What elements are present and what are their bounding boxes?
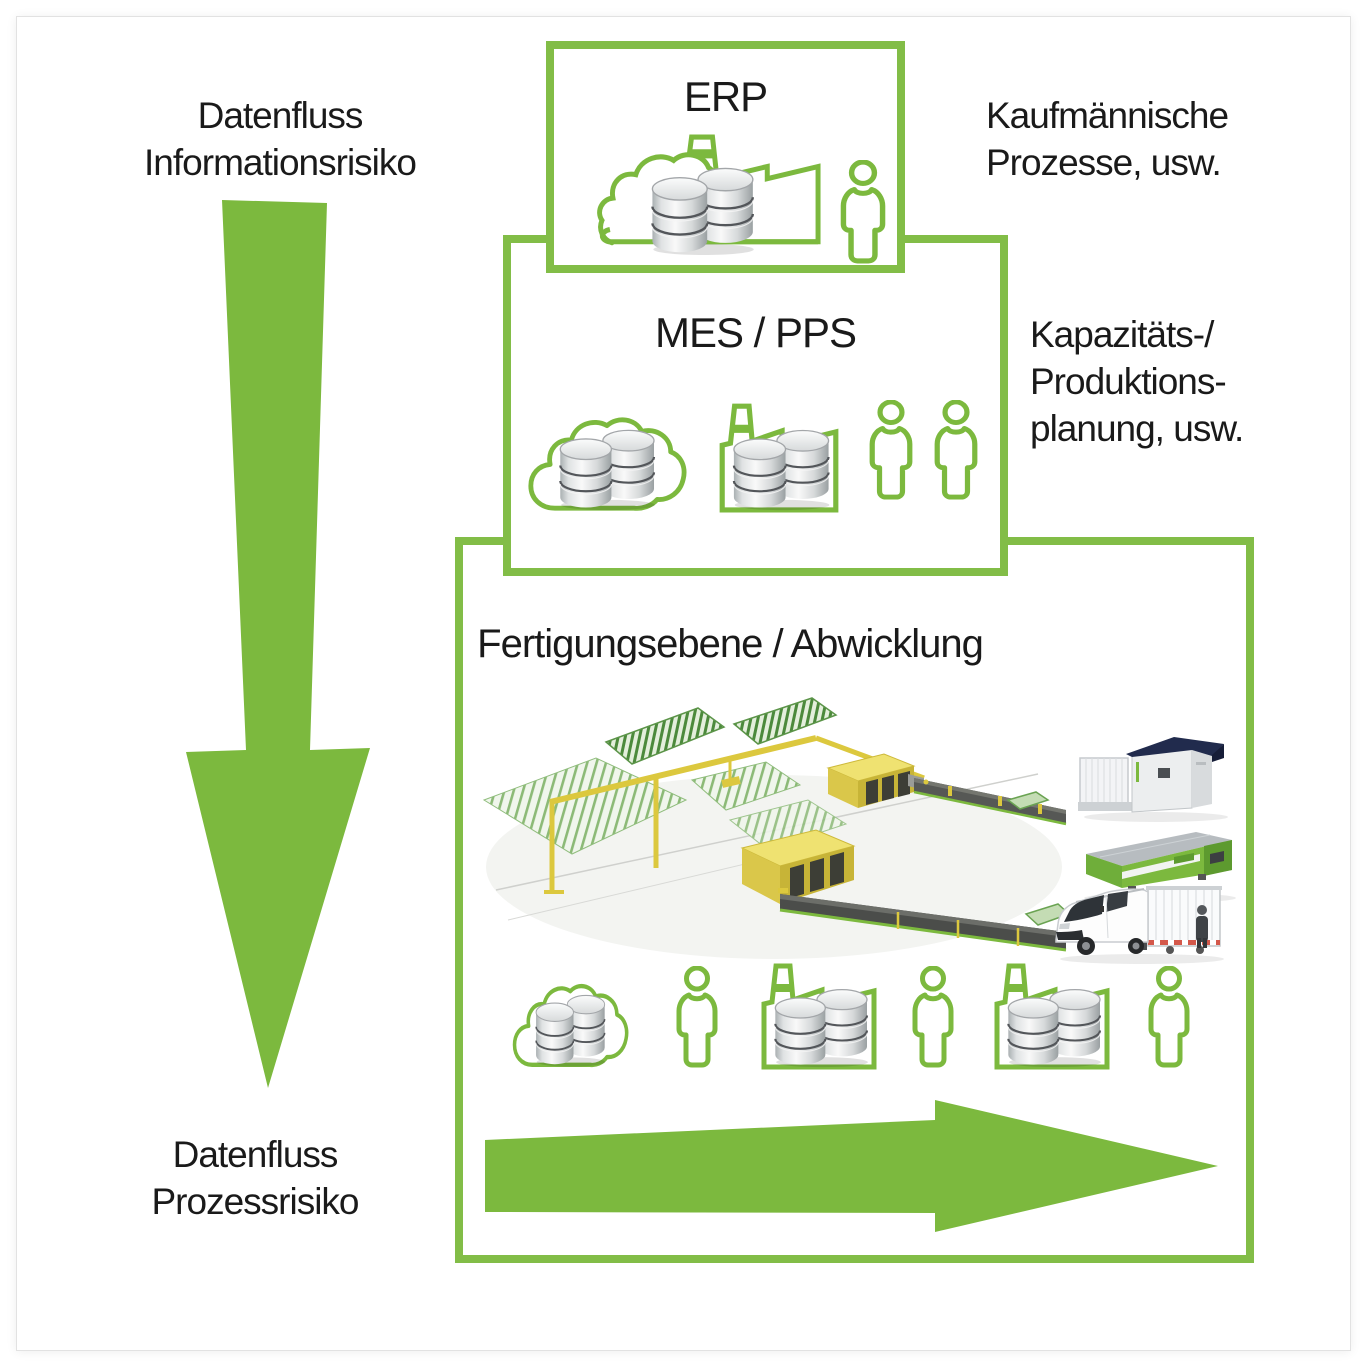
mes-annotation: Kapazitäts-/ Produktions- planung, usw. (1030, 311, 1360, 452)
person-icon (1146, 966, 1192, 1070)
information-risk-arrow (186, 200, 370, 1088)
factory-database-icon (991, 958, 1113, 1070)
annotation-line: Kapazitäts-/ (1030, 314, 1214, 355)
process-risk-label: Datenfluss Prozessrisiko (55, 1131, 455, 1225)
person-icon (932, 400, 980, 502)
annotation-line: Prozesse, usw. (986, 142, 1222, 183)
information-risk-label: Datenfluss Informationsrisiko (75, 92, 485, 186)
factory-database-icon (716, 398, 842, 513)
annotation-line: Kaufmännische (986, 95, 1229, 136)
label-line: Datenfluss (197, 95, 364, 136)
annotation-line: planung, usw. (1030, 408, 1244, 449)
annotation-line: Produktions- (1030, 361, 1227, 402)
label-line: Informationsrisiko (144, 142, 417, 183)
cloud-database-icon (526, 413, 690, 514)
process-flow-arrow (485, 1100, 1218, 1232)
mes-title: MES / PPS (654, 309, 857, 356)
person-icon (867, 400, 915, 502)
person-icon (838, 160, 888, 266)
person-icon (674, 966, 720, 1070)
erp-title: ERP (683, 73, 768, 120)
cloud-database-icon (511, 980, 631, 1070)
vertical-glass-processing-machine-image (1076, 732, 1234, 824)
erp-annotation: Kaufmännische Prozesse, usw. (986, 92, 1326, 186)
label-line: Prozessrisiko (151, 1181, 360, 1222)
glass-production-line-image (478, 682, 1070, 972)
mes-level-box (503, 235, 1008, 576)
cloud-factory-database-icon (596, 134, 830, 258)
person-icon (910, 966, 956, 1070)
shopfloor-title: Fertigungsebene / Abwicklung (477, 622, 984, 666)
label-line: Datenfluss (172, 1134, 339, 1175)
delivery-van-image (1050, 876, 1232, 968)
factory-database-icon (758, 958, 880, 1070)
